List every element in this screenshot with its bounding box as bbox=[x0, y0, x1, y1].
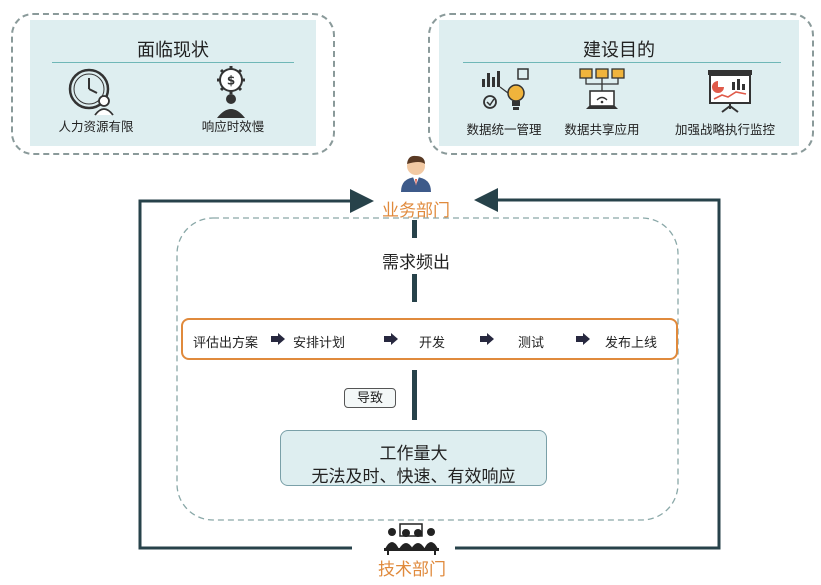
tech-team-icon bbox=[384, 523, 439, 555]
step-test: 测试 bbox=[518, 335, 545, 350]
presentation-chart-icon bbox=[708, 70, 752, 113]
step-arrow-icon bbox=[384, 333, 398, 345]
leads-to-tag: 导致 bbox=[344, 388, 396, 408]
step-arrow-icon bbox=[271, 333, 285, 345]
connector-bar bbox=[412, 274, 417, 302]
clock-person-icon bbox=[68, 68, 114, 116]
goals-title: 建设目的 bbox=[583, 40, 655, 60]
goals-item-label: 数据共享应用 bbox=[564, 123, 640, 137]
connector-bar bbox=[412, 220, 417, 238]
goals-divider bbox=[463, 62, 781, 63]
current-status-panel: 面临现状 人力资源有限 $ 响应时效慢 bbox=[11, 13, 335, 155]
svg-text:$: $ bbox=[227, 74, 235, 88]
current-status-panel-fill: 面临现状 bbox=[30, 20, 316, 146]
business-dept-label: 业务部门 bbox=[382, 201, 450, 220]
goals-panel: 建设目的 数据统一管理 数据共享应用 bbox=[428, 13, 814, 155]
current-status-item-label: 响应时效慢 bbox=[201, 120, 265, 134]
gear-dollar-person-icon: $ bbox=[217, 66, 245, 118]
current-status-divider bbox=[52, 62, 294, 63]
step-release: 发布上线 bbox=[605, 335, 658, 350]
business-person-icon bbox=[401, 155, 431, 192]
current-status-title: 面临现状 bbox=[137, 40, 209, 60]
demand-label: 需求频出 bbox=[382, 253, 450, 272]
current-status-item-label: 人力资源有限 bbox=[58, 120, 134, 134]
step-plan: 安排计划 bbox=[293, 335, 346, 350]
tech-dept-label: 技术部门 bbox=[378, 560, 446, 579]
step-arrow-icon bbox=[480, 333, 494, 345]
result-line1: 工作量大 bbox=[379, 444, 448, 463]
connector-bar bbox=[412, 370, 417, 420]
step-evaluate: 评估出方案 bbox=[193, 335, 259, 350]
goals-item-label: 数据统一管理 bbox=[466, 123, 542, 137]
result-line2: 无法及时、快速、有效响应 bbox=[311, 467, 516, 486]
process-steps-box: 评估出方案 安排计划 开发 测试 发布上线 bbox=[181, 318, 678, 360]
step-arrow-icon bbox=[576, 333, 590, 345]
result-box: 工作量大 无法及时、快速、有效响应 bbox=[280, 430, 547, 486]
network-laptop-icon bbox=[579, 68, 625, 109]
data-bulb-icon bbox=[482, 68, 529, 110]
step-develop: 开发 bbox=[419, 335, 446, 350]
goals-item-label: 加强战略执行监控 bbox=[674, 123, 775, 137]
